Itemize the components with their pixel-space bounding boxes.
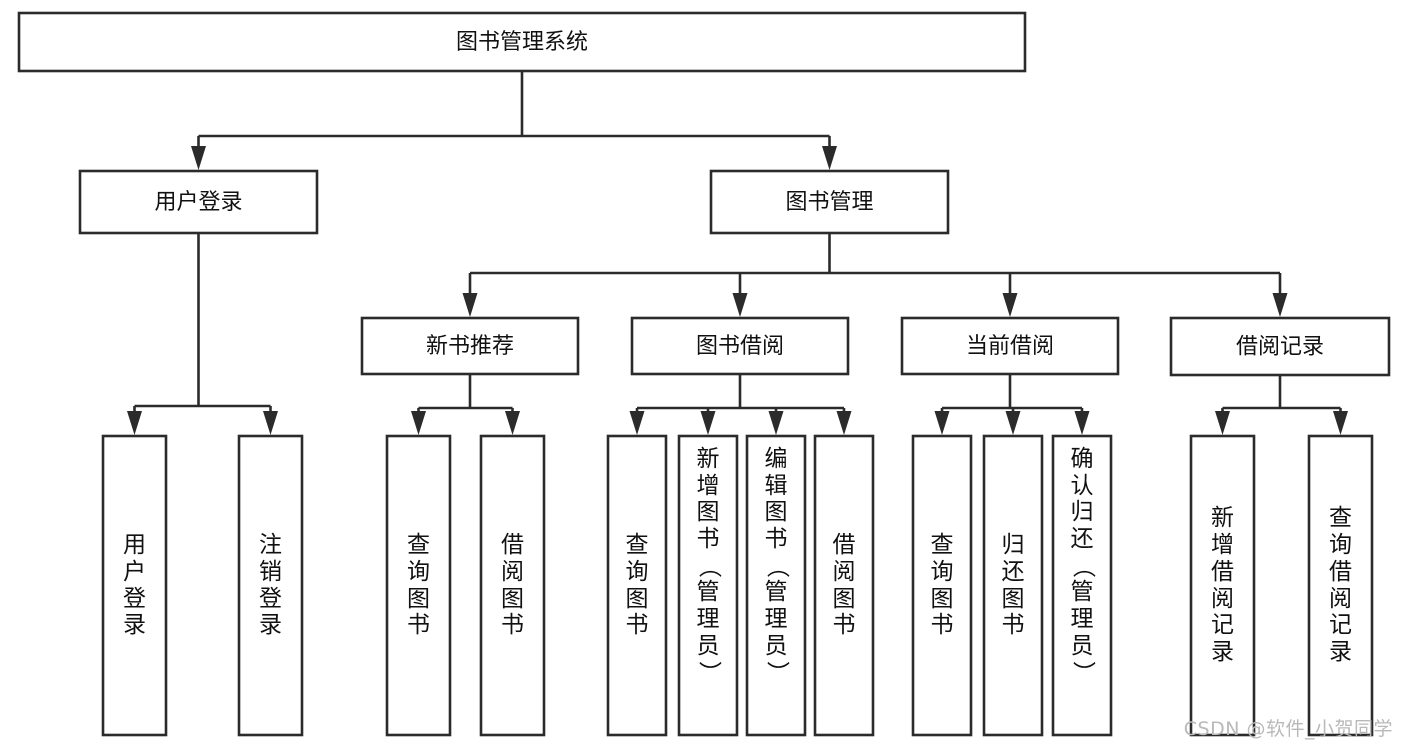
- arrow-head-icon: [934, 411, 950, 435]
- node-box-current-borrow[interactable]: [900, 316, 1120, 376]
- node-box-leaf-user-login[interactable]: [101, 434, 168, 737]
- node-box-book-manage[interactable]: [709, 169, 950, 235]
- node-box-leaf-query-borrow-record[interactable]: [1307, 434, 1374, 737]
- node-box-leaf-add-book-admin[interactable]: [677, 434, 739, 737]
- node-box-leaf-query-book-borrow[interactable]: [606, 434, 668, 737]
- node-label-book-manage: 图书管理: [785, 190, 873, 215]
- arrow-head-icon: [732, 293, 748, 317]
- node-label-book-borrow: 图书借阅: [696, 334, 784, 359]
- arrow-head-icon: [822, 146, 837, 170]
- arrow-head-icon: [263, 411, 278, 435]
- node-box-leaf-confirm-return-admin[interactable]: [1051, 434, 1113, 737]
- arrow-head-icon: [462, 293, 478, 317]
- arrow-head-icon: [1005, 411, 1021, 435]
- connectors-layer: [127, 71, 1348, 435]
- arrow-head-icon: [836, 411, 852, 435]
- node-box-leaf-borrow-book[interactable]: [813, 434, 875, 737]
- arrow-head-icon: [1333, 411, 1348, 435]
- node-label-borrow-record: 借阅记录: [1236, 335, 1324, 360]
- arrow-head-icon: [1272, 293, 1288, 317]
- arrow-head-icon: [1074, 411, 1090, 435]
- node-box-leaf-edit-book-admin[interactable]: [745, 434, 807, 737]
- node-box-leaf-query-book-rec[interactable]: [385, 434, 452, 737]
- node-box-root[interactable]: [17, 11, 1027, 73]
- boxes-layer: [17, 11, 1391, 737]
- node-box-borrow-record[interactable]: [1169, 316, 1391, 377]
- node-box-user-login[interactable]: [78, 169, 319, 235]
- arrow-head-icon: [768, 411, 784, 435]
- node-box-leaf-return-book[interactable]: [982, 434, 1044, 737]
- arrow-head-icon: [411, 411, 426, 435]
- node-label-current-borrow: 当前借阅: [966, 334, 1054, 359]
- node-box-leaf-query-book-current[interactable]: [911, 434, 973, 737]
- arrow-head-icon: [127, 411, 142, 435]
- node-label-new-book-recommend: 新书推荐: [426, 334, 514, 359]
- node-box-new-book-recommend[interactable]: [360, 316, 580, 376]
- node-box-leaf-borrow-book-rec[interactable]: [479, 434, 546, 737]
- watermark-text: CSDN @软件_小贺同学: [1183, 718, 1393, 740]
- node-box-leaf-add-borrow-record[interactable]: [1189, 434, 1256, 737]
- arrow-head-icon: [1215, 411, 1230, 435]
- node-box-leaf-logout[interactable]: [237, 434, 304, 737]
- node-label-user-login: 用户登录: [154, 190, 242, 215]
- arrow-head-icon: [505, 411, 520, 435]
- node-label-root: 图书管理系统: [456, 30, 588, 55]
- arrow-head-icon: [1002, 293, 1018, 317]
- arrow-head-icon: [629, 411, 645, 435]
- arrow-head-icon: [700, 411, 716, 435]
- arrow-head-icon: [191, 146, 206, 170]
- node-box-book-borrow[interactable]: [630, 316, 850, 376]
